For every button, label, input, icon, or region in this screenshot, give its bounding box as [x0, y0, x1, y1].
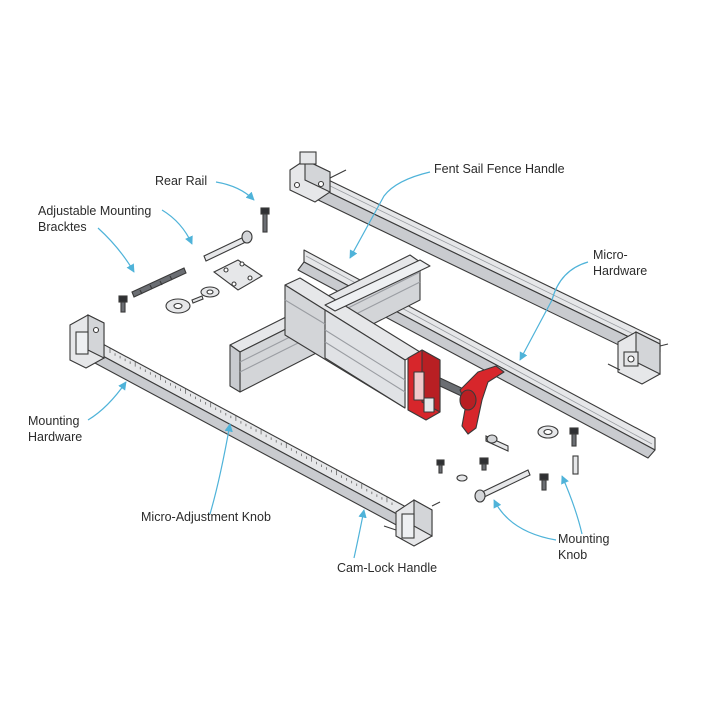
mounting-plate: [212, 259, 264, 291]
leader-rear-rail: [215, 181, 255, 201]
small-screws-lower: [436, 457, 489, 482]
cam-lock-handle: [459, 365, 505, 435]
leader-mounting-knob-1: [493, 499, 557, 541]
fence-body: [229, 254, 431, 409]
washer-small: [200, 286, 220, 298]
leader-mounting-knob-2: [561, 475, 583, 535]
leader-lines: [87, 171, 589, 559]
leader-fence-handle: [349, 171, 431, 259]
bolt-right-1: [569, 427, 579, 447]
leader-mounting-hardware: [87, 381, 127, 421]
label-cam-lock-handle: Cam-Lock Handle: [337, 561, 438, 575]
leader-adjustable-brackets-1: [161, 209, 193, 245]
rear-rail-bracket-left: [289, 151, 347, 203]
rear-rail-bracket-right: [607, 331, 669, 385]
long-bolt-lower: [474, 469, 531, 503]
bolt-right-2: [539, 473, 549, 491]
front-rail-bracket-left: [69, 314, 105, 369]
label-micro-hardware-line2: Hardware: [593, 264, 648, 278]
label-rear-rail: Rear Rail: [155, 174, 208, 188]
leader-cam-lock-handle: [353, 509, 367, 559]
pin-small: [191, 295, 204, 304]
front-rail-bracket-right: [383, 499, 441, 547]
label-mounting-hardware-line1: Mounting: [28, 414, 80, 428]
leader-micro-hardware: [519, 261, 589, 361]
cam-lock-head: [407, 349, 441, 421]
label-micro-adjustment-knob: Micro-Adjustment Knob: [141, 510, 271, 524]
bolt-upright: [260, 207, 270, 233]
dowel-right: [572, 455, 579, 475]
screw-left: [118, 295, 128, 313]
label-adjustable-brackets-line2: Bracktes: [38, 220, 87, 234]
leader-adjustable-brackets-2: [97, 227, 135, 273]
label-micro-hardware-line1: Micro-: [593, 248, 628, 262]
threaded-rod: [131, 267, 187, 298]
long-bolt-upper: [203, 230, 253, 262]
front-rail-scale: [109, 348, 393, 505]
pin-with-knob: [485, 434, 509, 452]
rear-rail: [311, 174, 661, 363]
leader-micro-adjustment-knob: [209, 423, 233, 515]
label-fence-handle: Fent Sail Fence Handle: [434, 162, 565, 176]
bushing: [537, 425, 559, 439]
label-adjustable-brackets-line1: Adjustable Mounting: [38, 204, 152, 218]
washer-large: [165, 298, 191, 314]
label-mounting-knob-line2: Knob: [558, 548, 588, 562]
label-mounting-hardware-line2: Hardware: [28, 430, 83, 444]
label-mounting-knob-line1: Mounting: [558, 532, 610, 546]
